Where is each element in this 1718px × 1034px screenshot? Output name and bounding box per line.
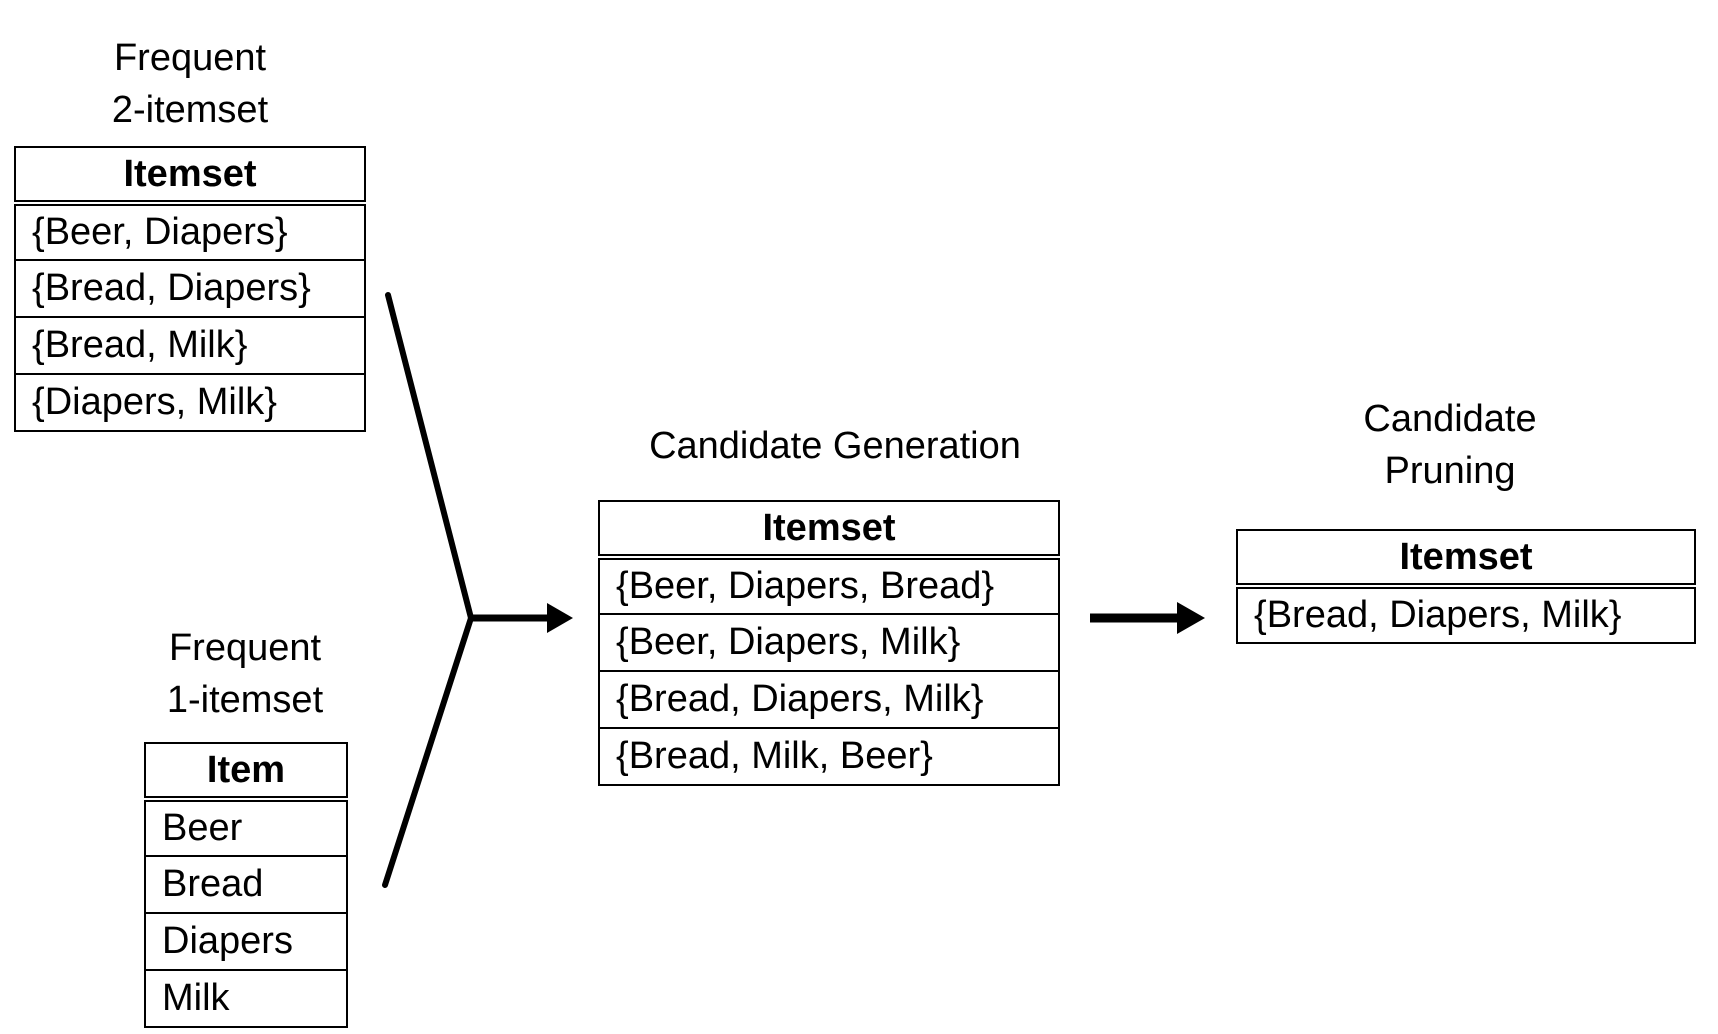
table-row: {Bread, Diapers, Milk}: [1236, 585, 1696, 644]
arrow-pruning-head-icon: [1177, 602, 1205, 634]
caption-line-1: Candidate: [1363, 398, 1537, 440]
join-line-lower: [382, 615, 474, 888]
frequent-2-itemset-caption: Frequent 2-itemset: [40, 32, 340, 136]
caption-line-1: Frequent: [113, 37, 267, 79]
candidate-generation-table: Itemset {Beer, Diapers, Bread} {Beer, Di…: [598, 500, 1060, 786]
table-cell: Beer: [144, 798, 348, 857]
join-line-upper: [385, 292, 474, 621]
frequent-1-itemset-caption: Frequent 1-itemset: [95, 622, 395, 726]
table-row: {Bread, Diapers}: [14, 259, 366, 318]
table-row: Beer: [144, 798, 348, 857]
table-cell: {Bread, Diapers, Milk}: [598, 670, 1060, 729]
table-cell: Milk: [144, 969, 348, 1028]
table-header-row: Itemset: [1236, 529, 1696, 589]
table-row: Bread: [144, 855, 348, 914]
caption-line-2: Pruning: [1384, 450, 1516, 492]
candidate-pruning-caption: Candidate Pruning: [1300, 393, 1600, 497]
table-row: {Bread, Diapers, Milk}: [598, 670, 1060, 729]
table-cell: {Bread, Diapers}: [14, 259, 366, 318]
table-header: Itemset: [1236, 529, 1696, 589]
candidate-pruning-table: Itemset {Bread, Diapers, Milk}: [1236, 529, 1696, 644]
candidate-generation-caption: Candidate Generation: [600, 420, 1070, 472]
table-row: Milk: [144, 969, 348, 1028]
table-cell: {Bread, Diapers, Milk}: [1236, 585, 1696, 644]
table-cell: {Beer, Diapers}: [14, 202, 366, 261]
table-header-row: Itemset: [598, 500, 1060, 560]
caption-line-1: Frequent: [168, 627, 322, 669]
table-cell: {Beer, Diapers, Bread}: [598, 556, 1060, 615]
table-header: Itemset: [14, 146, 366, 206]
caption-line-1: Candidate Generation: [649, 425, 1021, 467]
frequent-2-itemset-table: Itemset {Beer, Diapers} {Bread, Diapers}…: [14, 146, 366, 432]
table-cell: Bread: [144, 855, 348, 914]
table-row: {Beer, Diapers}: [14, 202, 366, 261]
frequent-1-itemset-table: Item Beer Bread Diapers Milk: [144, 742, 348, 1028]
table-header-row: Itemset: [14, 146, 366, 206]
table-cell: {Bread, Milk, Beer}: [598, 727, 1060, 786]
table-header: Itemset: [598, 500, 1060, 560]
table-row: {Beer, Diapers, Bread}: [598, 556, 1060, 615]
caption-line-2: 1-itemset: [166, 679, 324, 721]
arrow-generation-head-icon: [547, 603, 573, 633]
table-row: Diapers: [144, 912, 348, 971]
table-row: {Diapers, Milk}: [14, 373, 366, 432]
table-row: {Bread, Milk}: [14, 316, 366, 375]
table-cell: {Diapers, Milk}: [14, 373, 366, 432]
table-header-row: Item: [144, 742, 348, 802]
table-cell: {Beer, Diapers, Milk}: [598, 613, 1060, 672]
table-header: Item: [144, 742, 348, 802]
caption-line-2: 2-itemset: [111, 89, 269, 131]
table-cell: Diapers: [144, 912, 348, 971]
table-row: {Beer, Diapers, Milk}: [598, 613, 1060, 672]
table-row: {Bread, Milk, Beer}: [598, 727, 1060, 786]
table-cell: {Bread, Milk}: [14, 316, 366, 375]
